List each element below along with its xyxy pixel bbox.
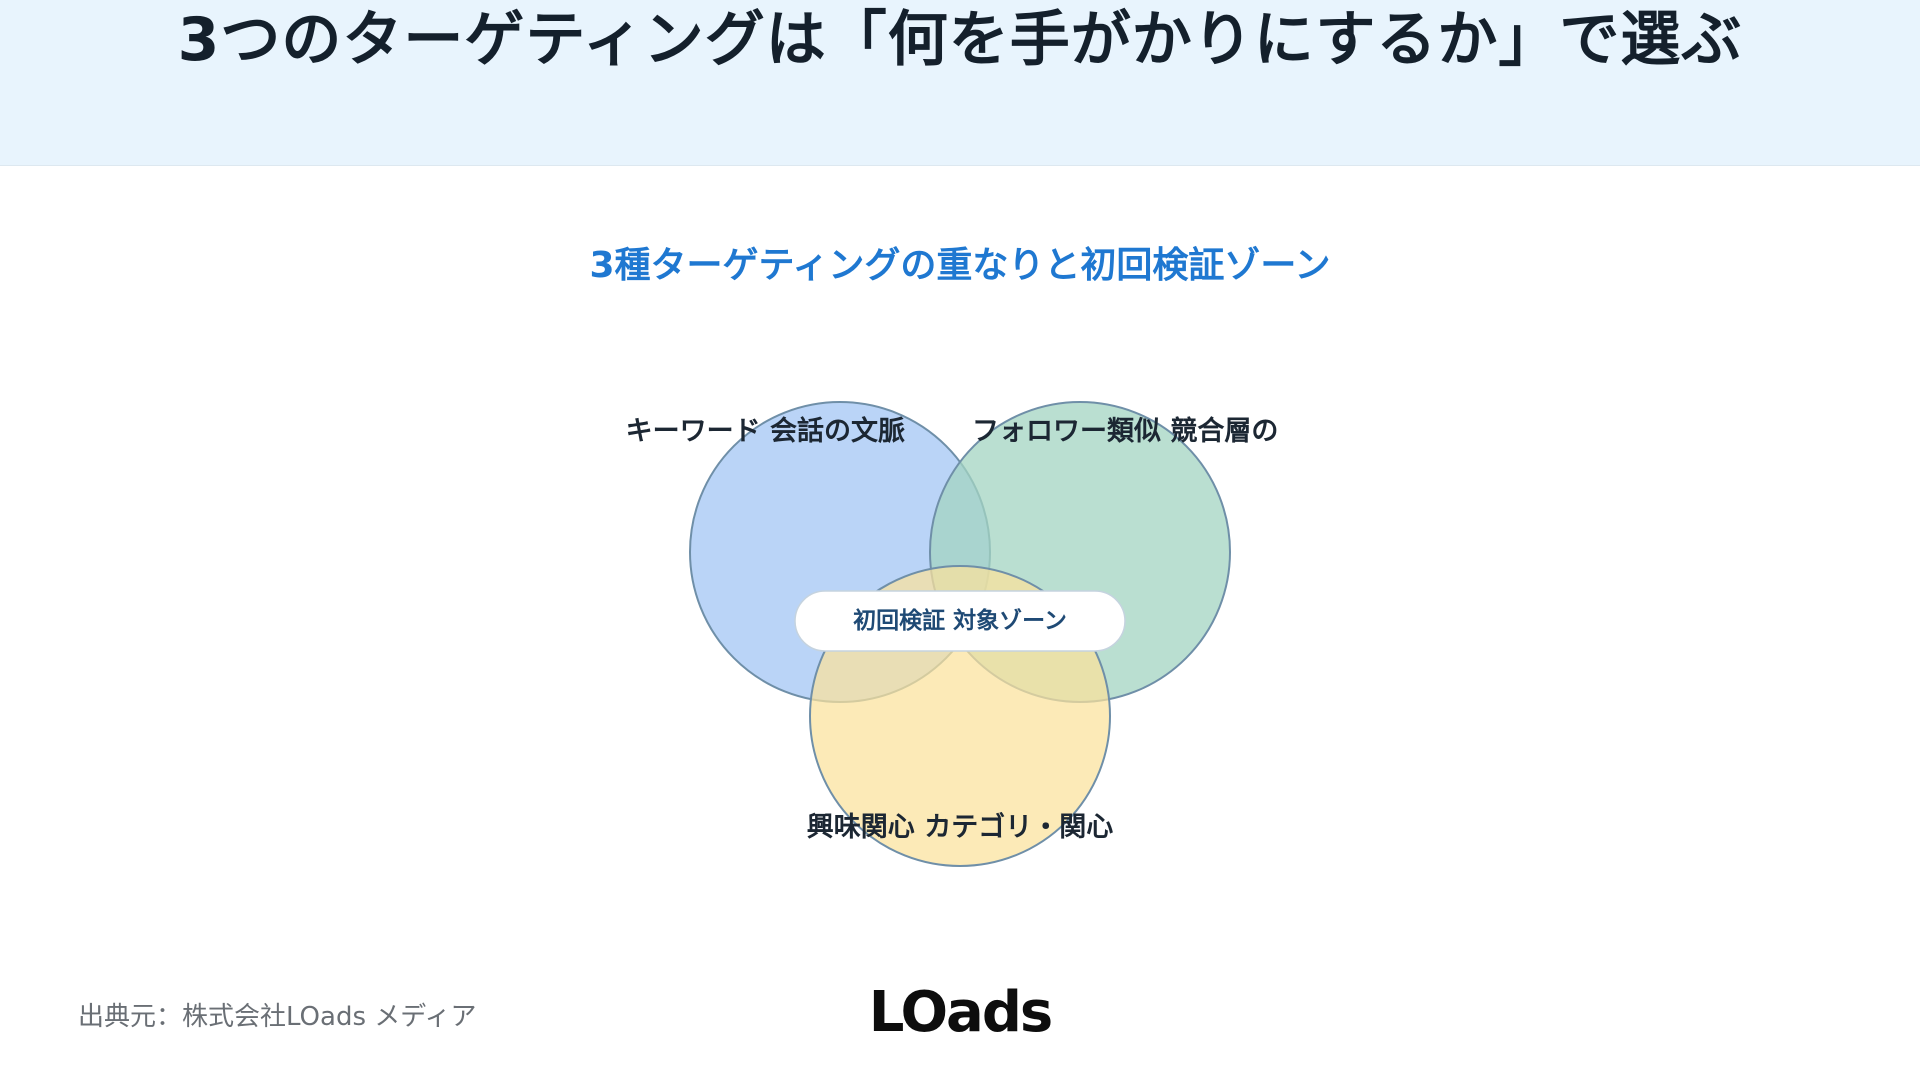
loads-logo: LOads — [869, 980, 1054, 1045]
interest-circle-label: 興味関心 カテゴリ・関心 — [807, 811, 1113, 843]
svg-text:LOads: LOads — [869, 980, 1052, 1045]
header-banner: 3つのターゲティングは「何を手がかりにするか」で選ぶ — [0, 0, 1920, 166]
source-credit: 出典元：株式会社LOads メディア — [78, 1002, 477, 1032]
follower-circle-label: フォロワー類似 競合層の — [972, 415, 1278, 447]
center-zone-label: 初回検証 対象ゾーン — [853, 607, 1067, 634]
diagram-title: 3種ターゲティングの重なりと初回検証ゾーン — [589, 245, 1331, 286]
center-zone-pill — [794, 590, 1126, 652]
page-title: 3つのターゲティングは「何を手がかりにするか」で選ぶ — [177, 5, 1743, 75]
keyword-circle-label: キーワード 会話の文脈 — [626, 415, 905, 447]
